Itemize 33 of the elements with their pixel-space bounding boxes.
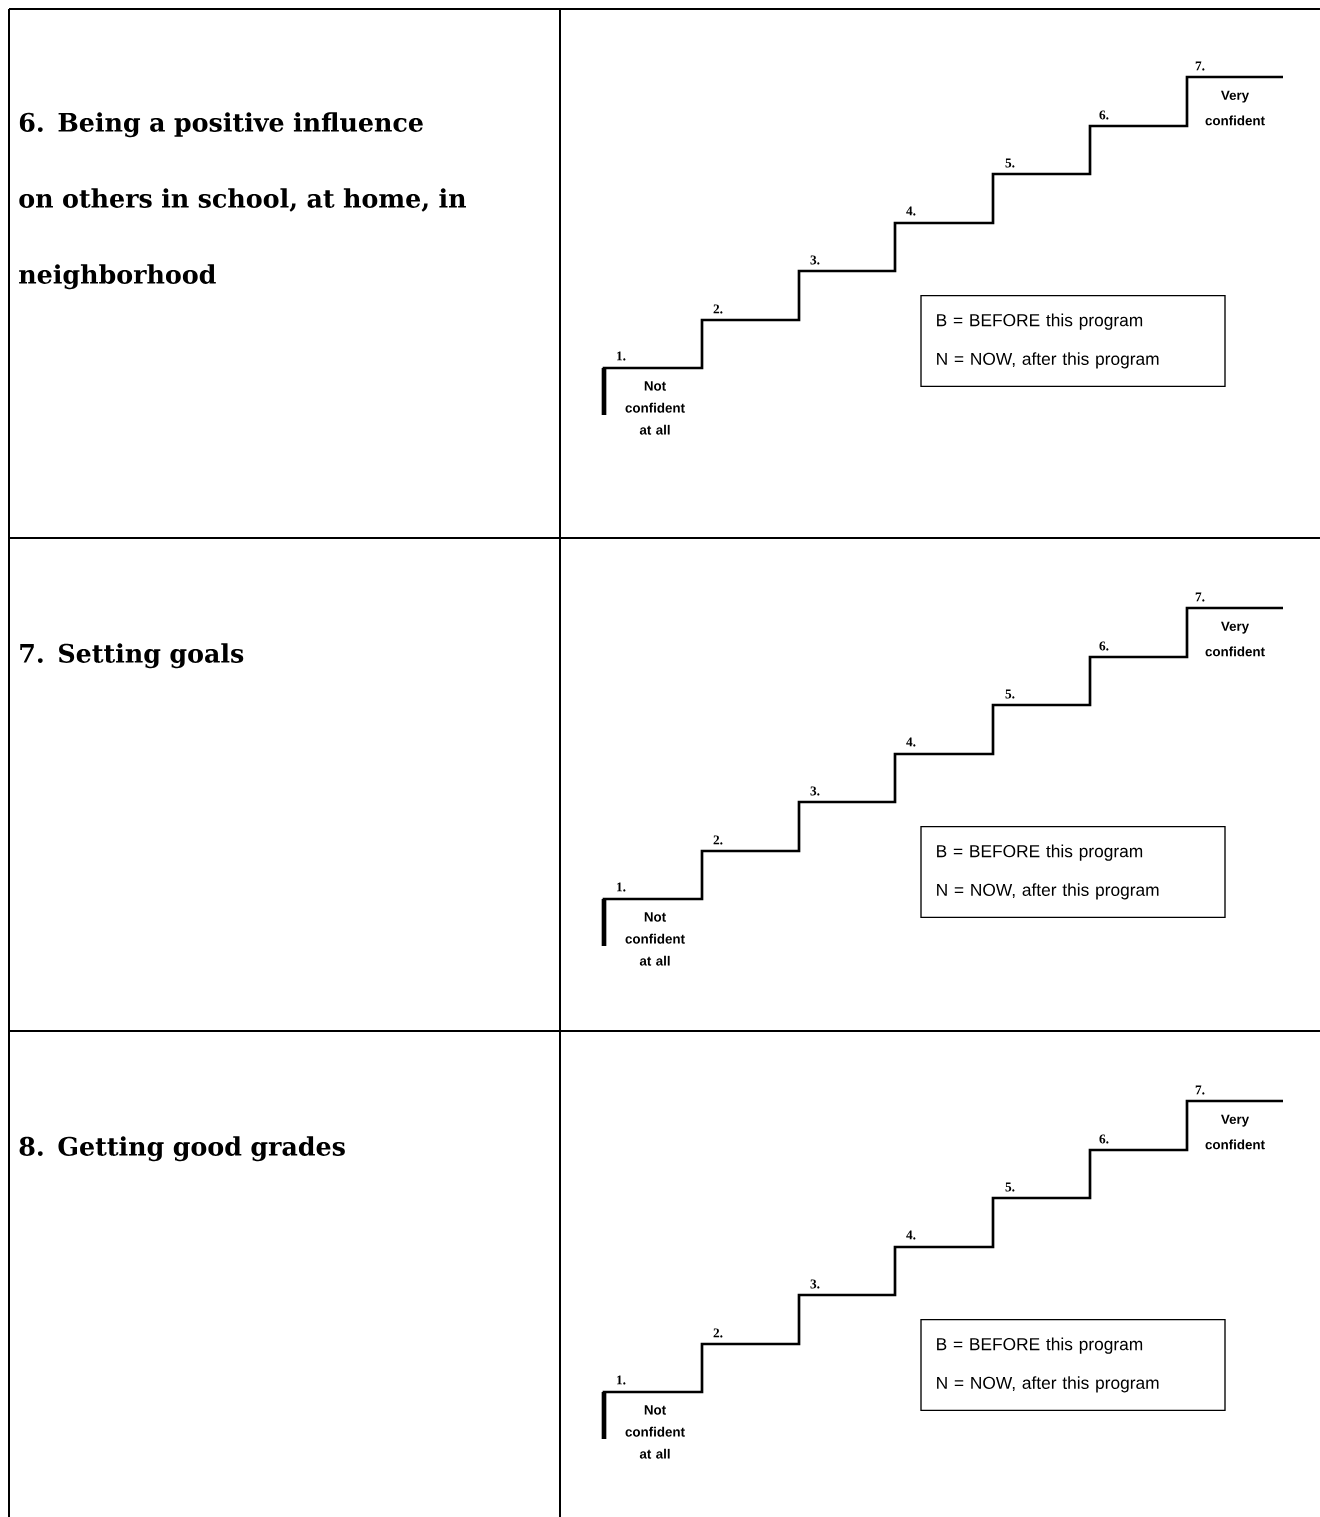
step-number: 5. xyxy=(1005,689,1015,699)
legend-box: B = BEFORE this program N = NOW, after this program xyxy=(920,295,1226,387)
step-number: 4. xyxy=(906,206,916,216)
step-number: 2. xyxy=(713,1328,723,1338)
step-number: 5. xyxy=(1005,158,1015,168)
scale-label: Very confident xyxy=(1205,1114,1265,1150)
step-number: 7. xyxy=(1195,1085,1205,1095)
step-number: 7. xyxy=(1195,592,1205,602)
step-number: 1. xyxy=(617,1375,626,1385)
step-number: 6. xyxy=(1099,1134,1109,1144)
step-number: 5. xyxy=(1005,1182,1015,1192)
step-number: 4. xyxy=(906,737,916,747)
scale-label: Not confident at all xyxy=(625,912,685,966)
step-number: 3. xyxy=(810,786,820,796)
step-number: 6. xyxy=(1099,110,1109,120)
legend-box: B = BEFORE this program N = NOW, after this program xyxy=(920,826,1226,918)
step-number: 2. xyxy=(713,835,723,845)
step-number: 4. xyxy=(906,1230,916,1240)
item-text: 7. Setting goals xyxy=(20,643,244,669)
step-number: 6. xyxy=(1099,641,1109,651)
legend-box: B = BEFORE this program N = NOW, after this program xyxy=(920,1319,1226,1411)
item-text: 8. Getting good grades xyxy=(19,1136,345,1162)
step-number: 7. xyxy=(1195,61,1205,71)
step-number: 3. xyxy=(810,255,820,265)
scale-label: Not confident at all xyxy=(625,1405,685,1459)
step-number: 3. xyxy=(810,1279,820,1289)
item-text: 6. Being a positive influence on others in school, at home, in neighborhood xyxy=(19,112,466,290)
scale-label: Not confident at all xyxy=(625,381,685,435)
scale-label: Very confident xyxy=(1205,90,1265,126)
scale-label: Very confident xyxy=(1205,621,1265,657)
step-number: 2. xyxy=(713,304,723,314)
step-number: 1. xyxy=(617,351,626,361)
step-number: 1. xyxy=(617,882,626,892)
